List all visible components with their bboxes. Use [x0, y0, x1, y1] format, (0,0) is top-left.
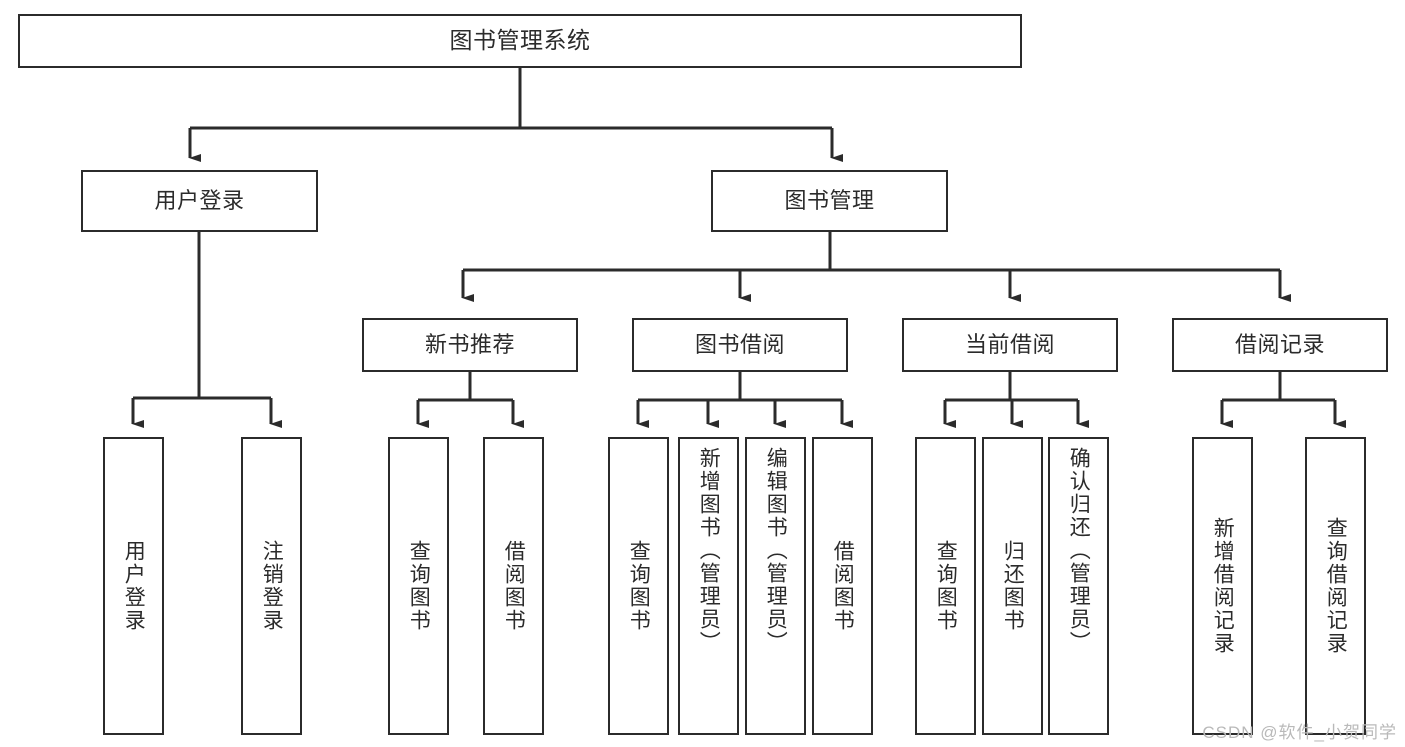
node-label: 当前借阅 — [964, 332, 1055, 358]
node-new-book-recommend[interactable]: 新书推荐 — [362, 318, 578, 372]
node-label: 用户登录 — [154, 188, 245, 214]
leaf-query-book-borrow[interactable]: 查询图书 — [608, 437, 669, 735]
node-label: 新增借阅记录 — [1211, 517, 1235, 655]
node-label: 查询图书 — [407, 540, 431, 632]
node-label: 查询图书 — [627, 540, 651, 632]
node-label: 图书管理 — [784, 188, 875, 214]
node-label: 图书借阅 — [694, 332, 785, 358]
node-label: 新书推荐 — [424, 332, 515, 358]
node-label: 图书管理系统 — [449, 27, 591, 54]
node-root-book-management-system[interactable]: 图书管理系统 — [18, 14, 1022, 68]
leaf-query-book-recommend[interactable]: 查询图书 — [388, 437, 449, 735]
node-label: 借阅图书 — [502, 540, 526, 632]
node-label: 借阅记录 — [1234, 332, 1325, 358]
node-label: 查询借阅记录 — [1324, 517, 1348, 655]
node-label: 归还图书 — [1001, 540, 1025, 632]
node-label: 新增图书（管理员） — [697, 447, 721, 654]
leaf-query-borrow-record[interactable]: 查询借阅记录 — [1305, 437, 1366, 735]
leaf-borrow-book-recommend[interactable]: 借阅图书 — [483, 437, 544, 735]
node-current-borrow[interactable]: 当前借阅 — [902, 318, 1118, 372]
node-label: 编辑图书（管理员） — [764, 447, 788, 654]
node-book-borrow[interactable]: 图书借阅 — [632, 318, 848, 372]
node-book-management[interactable]: 图书管理 — [711, 170, 948, 232]
watermark-text: CSDN @软件_小贺同学 — [1202, 723, 1397, 742]
leaf-user-login[interactable]: 用户登录 — [103, 437, 164, 735]
leaf-return-book[interactable]: 归还图书 — [982, 437, 1043, 735]
leaf-query-book-current[interactable]: 查询图书 — [915, 437, 976, 735]
node-label: 确认归还（管理员） — [1067, 447, 1091, 654]
node-label: 注销登录 — [260, 540, 284, 632]
leaf-add-borrow-record[interactable]: 新增借阅记录 — [1192, 437, 1253, 735]
leaf-borrow-book[interactable]: 借阅图书 — [812, 437, 873, 735]
node-borrow-record[interactable]: 借阅记录 — [1172, 318, 1388, 372]
leaf-add-book-admin[interactable]: 新增图书（管理员） — [678, 437, 739, 735]
node-label: 查询图书 — [934, 540, 958, 632]
leaf-confirm-return-admin[interactable]: 确认归还（管理员） — [1048, 437, 1109, 735]
node-user-login[interactable]: 用户登录 — [81, 170, 318, 232]
leaf-edit-book-admin[interactable]: 编辑图书（管理员） — [745, 437, 806, 735]
node-label: 借阅图书 — [831, 540, 855, 632]
node-label: 用户登录 — [122, 540, 146, 632]
leaf-user-logout[interactable]: 注销登录 — [241, 437, 302, 735]
